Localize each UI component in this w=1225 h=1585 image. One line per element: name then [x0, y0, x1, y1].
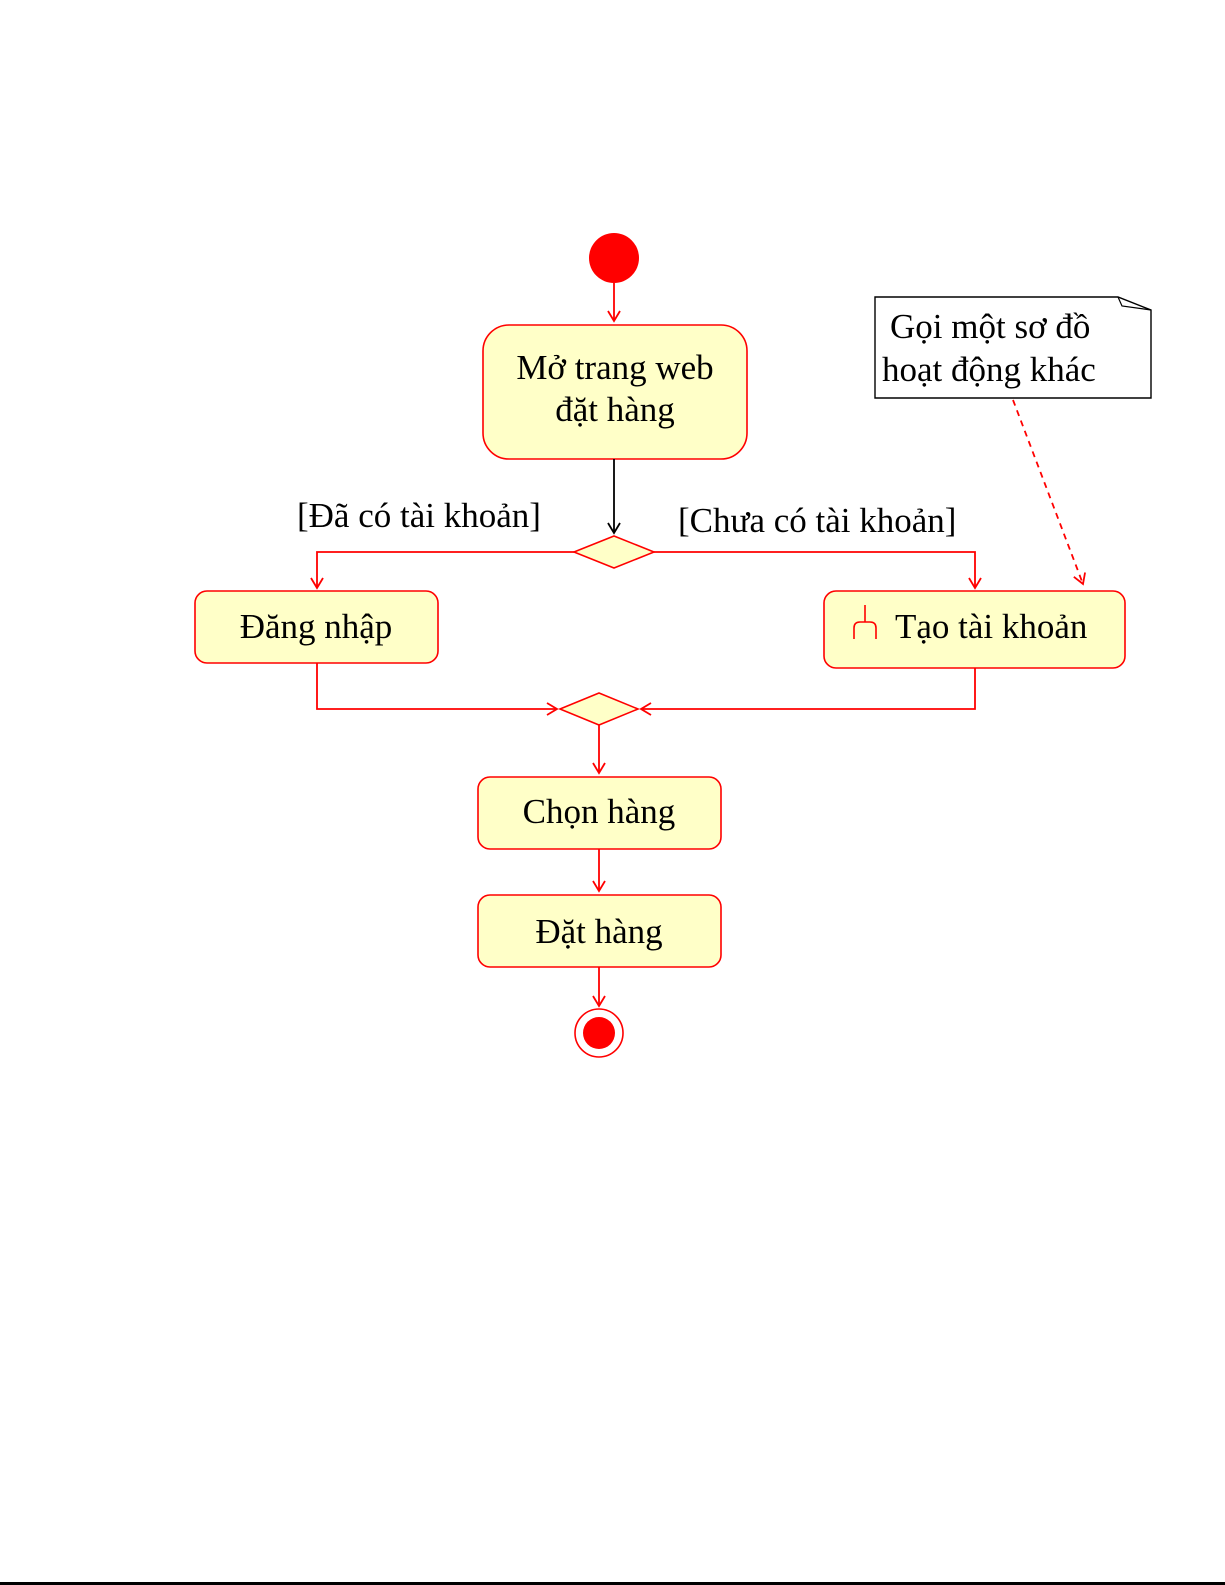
activity-open-web-line1: Mở trang web	[516, 348, 713, 387]
activity-login: Đăng nhập	[194, 590, 439, 664]
final-node	[574, 1008, 624, 1058]
note: Gọi một sơ đồ hoạt động khác	[874, 296, 1152, 399]
guard-has-account: [Đã có tài khoản]	[297, 496, 541, 535]
activity-choose-goods-label: Chọn hàng	[523, 792, 676, 831]
flow-decision-to-create	[654, 551, 982, 590]
note-line2: hoạt động khác	[882, 350, 1096, 389]
flow-create-to-merge	[639, 668, 976, 716]
page-bottom-rule	[0, 1582, 1225, 1585]
flow-decision-to-login	[310, 551, 574, 590]
activity-place-order-label: Đặt hàng	[535, 912, 662, 951]
guard-no-account: [Chưa có tài khoản]	[678, 501, 956, 540]
call-behavior-rake-icon	[853, 605, 877, 639]
note-anchor-dashed	[1012, 399, 1086, 586]
activity-create-account: Tạo tài khoản	[823, 590, 1126, 669]
activity-choose-goods: Chọn hàng	[477, 776, 722, 850]
flow-login-to-merge	[316, 663, 559, 716]
activity-open-web: Mở trang web đặt hàng	[482, 324, 748, 460]
activity-login-label: Đăng nhập	[240, 607, 393, 646]
activity-open-web-line2: đặt hàng	[555, 390, 675, 429]
activity-create-account-label: Tạo tài khoản	[895, 607, 1087, 646]
decision-node	[571, 535, 657, 569]
activity-place-order: Đặt hàng	[477, 894, 722, 968]
note-line1: Gọi một sơ đồ	[890, 307, 1090, 346]
merge-node	[557, 692, 641, 726]
initial-node	[589, 233, 639, 283]
